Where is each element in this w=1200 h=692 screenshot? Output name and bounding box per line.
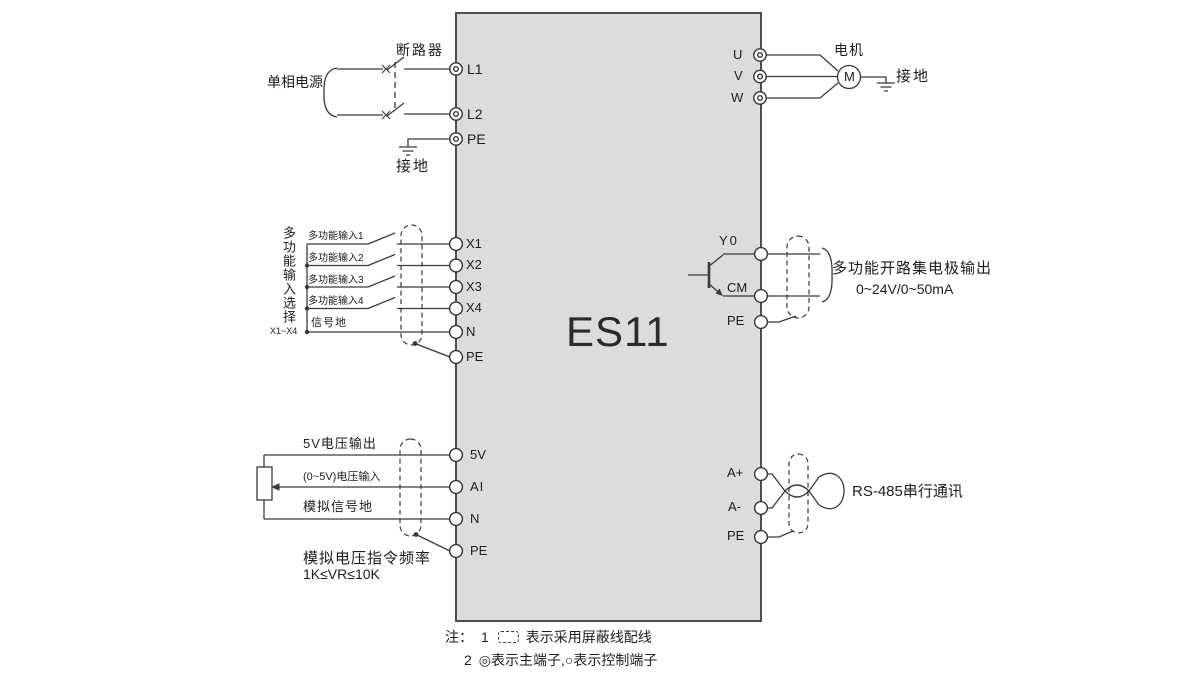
note-2-number: 2 [464,652,472,668]
terminal-label-W: W [731,90,744,105]
note-1-text: 表示采用屏蔽线配线 [525,629,652,645]
terminal-U-main [753,48,767,62]
terminal-label-L2: L2 [467,106,483,122]
shield-drain-analog [413,532,451,552]
analog-caption-2: 1K≤VR≤10K [303,566,380,582]
potentiometer-symbol [256,466,280,501]
terminal-label-PE-rs485: PE [727,528,745,543]
terminal-label-X1: X1 [466,236,482,251]
terminal-label-Y0: Y0 [719,233,739,248]
collector-caption-2: 0~24V/0~50mA [856,281,954,297]
switch-label-2: 多功能输入2 [308,253,364,264]
terminal-N-analog [448,511,464,527]
terminal-CM [753,288,769,304]
terminal-label-AI: AI [470,479,485,494]
terminal-label-N-analog: N [470,511,480,526]
signal-ground-label: 信号地 [311,317,347,329]
digital-input-group-label: 多功能输入选择 [280,226,296,324]
terminal-AI [448,479,464,495]
collector-wiring [723,247,833,323]
terminal-label-X2: X2 [466,257,482,272]
motor-symbol-letter: M [844,69,855,84]
terminal-V-main [753,69,767,84]
terminal-PE-input-main [449,132,463,146]
ground-label-motor: 接地 [896,68,931,85]
terminal-A-minus [753,500,769,516]
note-line-1: 注： 1 表示采用屏蔽线配线 [445,627,652,647]
note-1-number: 1 [481,629,489,645]
terminal-label-PE-digital: PE [466,349,484,364]
inverter-box [455,12,762,622]
terminal-X3 [448,279,464,295]
analog-label-0-5v-in: (0~5V)电压输入 [303,471,381,483]
terminal-label-PE-collector: PE [727,313,745,328]
note-prefix: 注： [445,629,473,645]
source-brace [323,67,338,118]
breaker-symbol [337,56,450,120]
analog-label-signal-ground: 模拟信号地 [303,499,374,514]
digital-input-range-label: X1~X4 [270,326,298,336]
terminal-N-digital [448,324,464,340]
ground-symbol-motor [877,82,895,92]
terminal-PE-collector [753,314,769,330]
twisted-pair-wires [766,472,845,538]
motor-wiring [766,54,887,99]
terminal-label-L1: L1 [467,61,483,77]
terminal-label-5V: 5V [470,447,486,462]
terminal-label-A-plus: A+ [727,465,744,480]
terminal-Y0 [753,246,769,262]
transistor-symbol [688,254,724,296]
junction-dots [304,263,310,335]
analog-caption-1: 模拟电压指令频率 [303,550,432,567]
ground-symbol-input [399,138,450,156]
terminal-label-X3: X3 [466,279,482,294]
collector-caption-1: 多功能开路集电极输出 [832,260,993,277]
terminal-PE-digital [448,349,464,365]
motor-symbol [836,64,862,90]
analog-label-5v-out: 5V电压输出 [303,436,377,451]
terminal-X4 [448,301,464,316]
terminal-label-N-digital: N [466,323,476,339]
wiper-arrow-icon [271,483,280,491]
terminal-PE-rs485 [753,529,769,545]
shield-capsule-collector [786,235,810,319]
terminal-label-PE-input: PE [467,131,486,147]
switch-label-4: 多功能输入4 [308,296,364,307]
terminal-label-U: U [733,47,743,62]
terminal-X2 [448,258,464,273]
shielded-wire-icon [497,631,519,643]
switch-label-1: 多功能输入1 [308,231,364,242]
motor-label: 电机 [834,42,864,58]
terminal-A-plus [753,466,769,482]
note-2-text: ◎表示主端子,○表示控制端子 [478,652,658,668]
note-line-2: 2 ◎表示主端子,○表示控制端子 [464,650,657,670]
rs485-caption: RS-485串行通讯 [852,483,963,500]
terminal-label-V: V [734,68,743,83]
terminal-L2-main [449,107,463,121]
breaker-label: 断路器 [396,42,444,58]
device-model: ES11 [566,308,670,355]
terminal-label-CM: CM [727,280,748,295]
terminal-L1-main [449,62,463,76]
terminal-W-main [753,91,767,105]
shield-capsule-digital [400,224,423,346]
terminal-label-X4: X4 [466,300,482,315]
digital-input-switches [304,232,450,335]
collector-brace [821,247,833,303]
source-label: 单相电源 [267,74,323,90]
terminal-label-PE-analog: PE [470,543,488,558]
shield-drain-digital [412,341,451,358]
shield-capsule-rs485 [788,453,809,534]
terminal-PE-analog [448,543,464,559]
terminal-X1 [448,236,464,252]
terminal-label-A-minus: A- [728,499,741,514]
ground-label-input: 接地 [396,158,431,175]
shield-capsule-analog [399,438,422,537]
switch-label-3: 多功能输入3 [308,274,364,286]
terminal-5V [448,447,464,463]
